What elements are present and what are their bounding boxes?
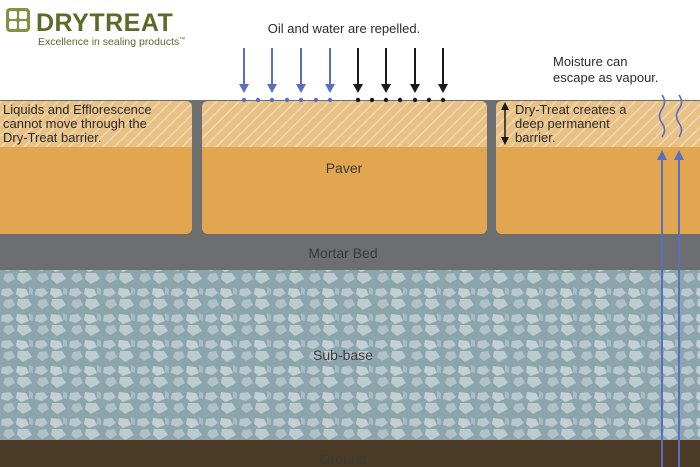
moisture-note: Moisture can escape as vapour.	[553, 54, 659, 85]
paver-label: Paver	[326, 160, 363, 176]
repelled-note: Oil and water are repelled.	[268, 21, 420, 36]
paver-left	[0, 101, 192, 234]
vapour-arrows	[657, 94, 684, 467]
surface-droplets	[241, 97, 446, 103]
drytreat-logo: DRYTREAT Excellence in sealing products™	[6, 8, 185, 48]
barrier-note: Dry-Treat creates a deep permanent barri…	[515, 102, 630, 145]
ground-label: Ground	[320, 451, 367, 467]
sub-base-layer	[0, 270, 700, 440]
liquids-note: Liquids and Efflorescence cannot move th…	[3, 102, 155, 145]
vapour-wave-icon	[658, 94, 666, 138]
brand-tagline: Excellence in sealing products	[38, 36, 179, 48]
oil-arrows	[353, 48, 448, 93]
paver-right	[496, 101, 700, 234]
trademark-mark: ™	[179, 36, 185, 43]
svg-text:Excellence in sealing products: Excellence in sealing products™	[38, 36, 185, 48]
mortar-bed-label: Mortar Bed	[308, 245, 377, 261]
water-arrows	[239, 48, 335, 93]
vapour-wave-icon	[675, 94, 683, 138]
sub-base-label: Sub-base	[313, 347, 373, 363]
paver-center	[202, 101, 487, 234]
ground-layer	[0, 440, 700, 467]
brand-name: DRYTREAT	[36, 9, 173, 37]
barrier-depth-arrow	[501, 102, 509, 145]
